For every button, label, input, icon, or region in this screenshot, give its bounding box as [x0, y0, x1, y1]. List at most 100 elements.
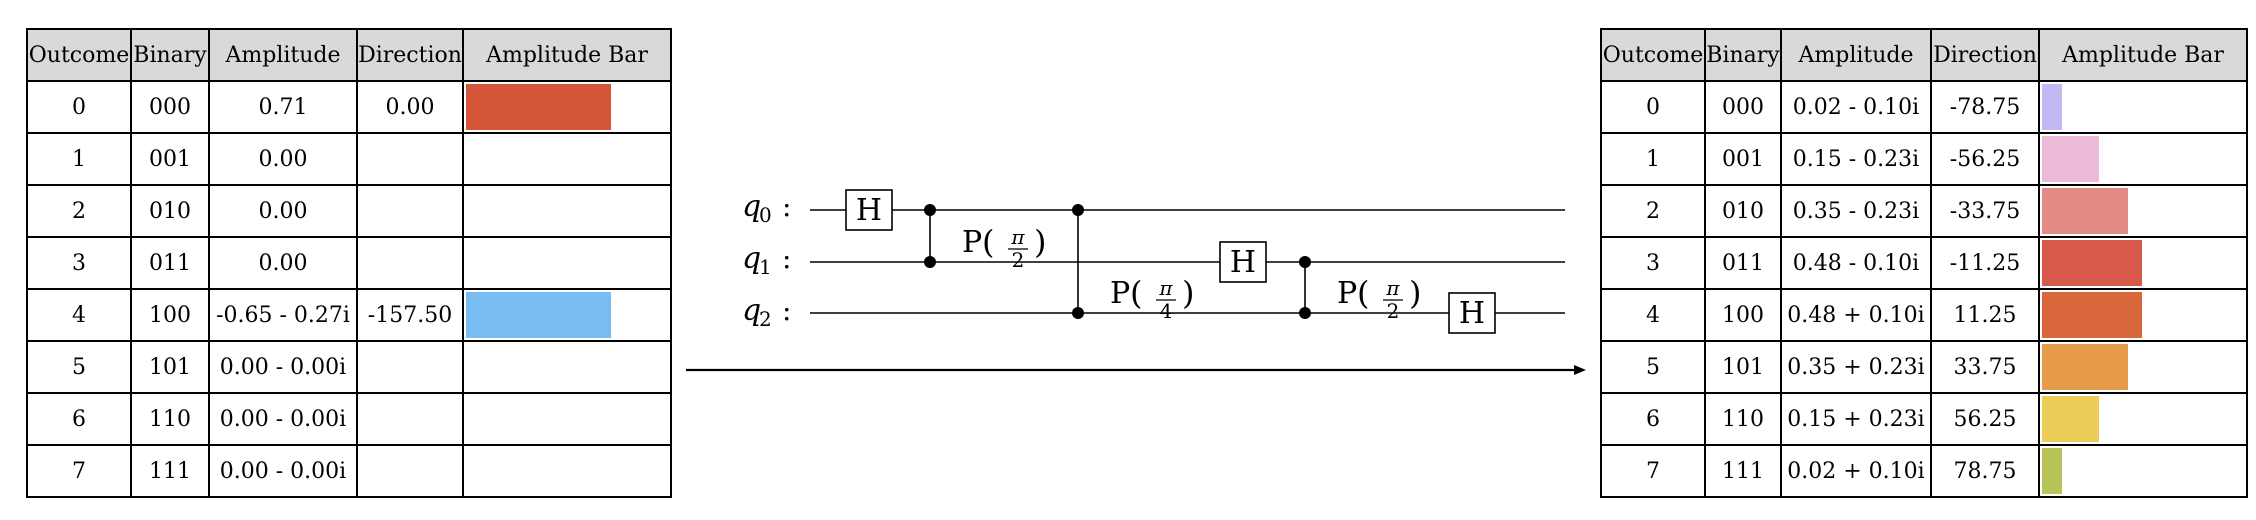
- cell-binary: 001: [130, 132, 210, 186]
- cell-amplitude-bar: [462, 392, 672, 446]
- amplitude-bar: [2042, 344, 2128, 390]
- svg-text:2: 2: [1012, 248, 1025, 272]
- header-outcome: Outcome: [26, 28, 132, 82]
- cell-amplitude-bar: [2038, 236, 2248, 290]
- cell-outcome: 1: [1600, 132, 1706, 186]
- cell-outcome: 4: [1600, 288, 1706, 342]
- amplitude-bar: [466, 84, 611, 130]
- cell-outcome: 5: [1600, 340, 1706, 394]
- cell-outcome: 0: [1600, 80, 1706, 134]
- svg-text:4: 4: [1160, 299, 1173, 323]
- cell-amplitude: 0.00 - 0.00i: [208, 340, 358, 394]
- cell-outcome: 3: [1600, 236, 1706, 290]
- cell-binary: 010: [130, 184, 210, 238]
- qubit-label-q0: q0:: [742, 189, 791, 227]
- cell-direction: [356, 132, 464, 186]
- cell-binary: 100: [130, 288, 210, 342]
- cell-amplitude: 0.00: [208, 236, 358, 290]
- cell-amplitude-bar: [2038, 288, 2248, 342]
- cell-direction: 33.75: [1930, 340, 2040, 394]
- cell-amplitude-bar: [462, 132, 672, 186]
- cell-direction: [356, 184, 464, 238]
- cell-direction: -11.25: [1930, 236, 2040, 290]
- svg-text:0: 0: [759, 203, 772, 227]
- header-amplitude: Amplitude: [208, 28, 358, 82]
- header-binary: Binary: [1704, 28, 1782, 82]
- table-header-row: Outcome Binary Amplitude Direction Ampli…: [1600, 28, 2248, 82]
- controlled-phase-gate-q1-q2: P ( π 2 ): [1299, 256, 1421, 323]
- cell-amplitude: 0.00: [208, 184, 358, 238]
- cell-amplitude-bar: [462, 444, 672, 498]
- cell-binary: 011: [130, 236, 210, 290]
- cell-direction: 78.75: [1930, 444, 2040, 498]
- cell-amplitude: 0.02 + 0.10i: [1780, 444, 1932, 498]
- svg-text:(: (: [1130, 274, 1142, 312]
- amplitude-bar: [2042, 448, 2062, 494]
- svg-text:): ): [1409, 274, 1421, 312]
- cell-amplitude-bar: [462, 236, 672, 290]
- svg-text:q: q: [742, 293, 761, 328]
- controlled-phase-gate-q0-q1: P ( π 2 ): [924, 204, 1046, 272]
- cell-amplitude: 0.15 - 0.23i: [1780, 132, 1932, 186]
- svg-text:): ): [1182, 274, 1194, 312]
- svg-text:P: P: [1337, 276, 1357, 311]
- svg-text:H: H: [856, 193, 882, 228]
- cell-binary: 101: [130, 340, 210, 394]
- cell-outcome: 2: [1600, 184, 1706, 238]
- qubit-label-q1: q1:: [742, 241, 791, 279]
- cell-binary: 010: [1704, 184, 1782, 238]
- svg-text:(: (: [982, 223, 994, 261]
- svg-text:): ): [1034, 223, 1046, 261]
- cell-binary: 111: [1704, 444, 1782, 498]
- svg-text:2: 2: [1387, 299, 1400, 323]
- svg-text:π: π: [1010, 225, 1025, 249]
- amplitude-bar: [2042, 240, 2142, 286]
- cell-outcome: 6: [26, 392, 132, 446]
- hadamard-gate-q1: H: [1219, 241, 1267, 283]
- transform-arrow: [686, 365, 1586, 375]
- cell-outcome: 7: [26, 444, 132, 498]
- cell-amplitude: -0.65 - 0.27i: [208, 288, 358, 342]
- cell-amplitude-bar: [2038, 132, 2248, 186]
- cell-amplitude-bar: [462, 80, 672, 134]
- cell-direction: 11.25: [1930, 288, 2040, 342]
- svg-text:π: π: [1385, 276, 1400, 300]
- svg-text:q: q: [742, 189, 761, 224]
- cell-amplitude: 0.48 + 0.10i: [1780, 288, 1932, 342]
- svg-text:H: H: [1230, 245, 1256, 280]
- header-amplitude-bar: Amplitude Bar: [2038, 28, 2248, 82]
- qubit-label-q2: q2:: [742, 293, 791, 331]
- cell-direction: 56.25: [1930, 392, 2040, 446]
- cell-binary: 111: [130, 444, 210, 498]
- cell-outcome: 5: [26, 340, 132, 394]
- hadamard-gate-q0: H: [845, 189, 893, 231]
- cell-outcome: 0: [26, 80, 132, 134]
- cell-binary: 001: [1704, 132, 1782, 186]
- amplitude-bar: [2042, 292, 2142, 338]
- hadamard-gate-q2: H: [1448, 292, 1496, 334]
- output-state-table: Outcome Binary Amplitude Direction Ampli…: [1600, 28, 2248, 498]
- header-direction: Direction: [356, 28, 464, 82]
- svg-text:1: 1: [759, 255, 772, 279]
- controlled-phase-gate-q0-q2: P ( π 4 ): [1072, 204, 1194, 323]
- cell-amplitude-bar: [2038, 340, 2248, 394]
- cell-amplitude-bar: [462, 288, 672, 342]
- cell-direction: -78.75: [1930, 80, 2040, 134]
- cell-binary: 110: [1704, 392, 1782, 446]
- cell-outcome: 7: [1600, 444, 1706, 498]
- cell-amplitude: 0.00 - 0.00i: [208, 444, 358, 498]
- amplitude-bar: [2042, 84, 2062, 130]
- amplitude-bar: [2042, 188, 2128, 234]
- cell-direction: -157.50: [356, 288, 464, 342]
